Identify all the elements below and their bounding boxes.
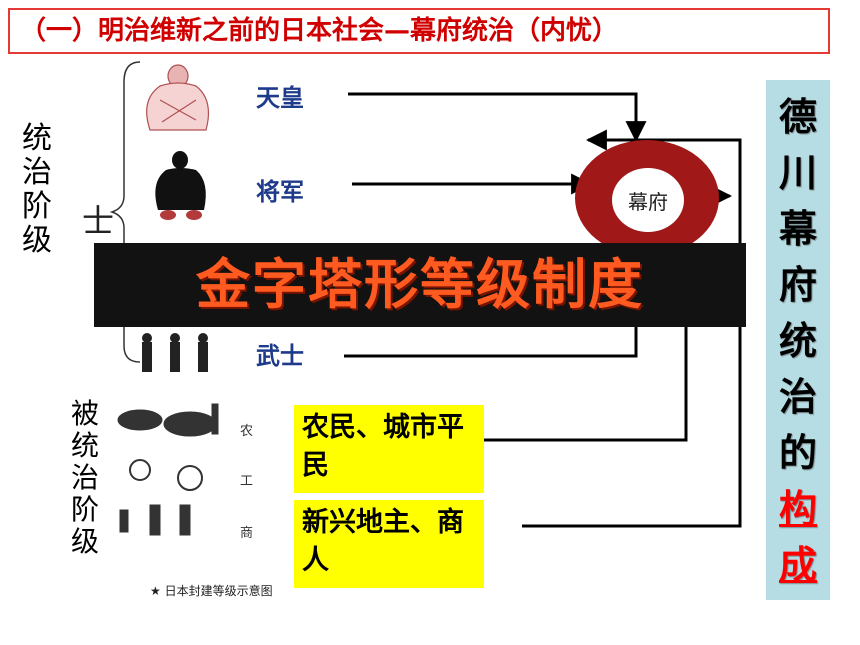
shogun-label: 将军	[256, 178, 304, 206]
side-char-highlight: 构	[778, 487, 817, 531]
label-craft: 工	[240, 474, 254, 489]
banner-background	[94, 243, 746, 327]
shi-label: 士	[82, 202, 115, 240]
ruled-class-text: 被统治阶级	[70, 397, 99, 558]
peasant-figures	[117, 403, 219, 536]
side-char: 治	[778, 375, 817, 419]
bakufu-label: 幕府	[628, 190, 668, 214]
samurai-figures	[142, 333, 208, 372]
emperor-figure	[146, 64, 209, 131]
image-caption: ★ 日本封建等级示意图	[150, 584, 273, 598]
farmers-box: 农民、城市平民	[294, 405, 484, 493]
side-char-highlight: 成	[778, 543, 817, 587]
ruling-class-label: 统治阶级	[20, 122, 54, 258]
side-title-panel: 德 川 幕 府 统 治 的 构 成	[766, 80, 830, 600]
emperor-label: 天皇	[256, 84, 304, 112]
label-farm: 农	[240, 424, 254, 439]
side-char: 府	[778, 263, 817, 307]
shogun-figure	[155, 151, 206, 220]
ruled-class-label: 被统治阶级	[68, 398, 102, 558]
class-brace	[109, 61, 141, 363]
label-trade: 商	[240, 526, 254, 541]
landlords-box: 新兴地主、商人	[294, 500, 484, 588]
side-char: 幕	[778, 207, 817, 251]
ruling-class-text: 统治阶级	[22, 121, 52, 258]
samurai-label: 武士	[256, 342, 304, 370]
side-char: 德	[778, 95, 817, 139]
side-char: 川	[778, 151, 817, 195]
banner-title: 金字塔形等级制度	[196, 253, 644, 316]
page-title: （一）明治维新之前的日本社会—幕府统治（内忧）	[8, 8, 830, 54]
side-char: 的	[778, 431, 817, 475]
side-char: 统	[778, 319, 817, 363]
